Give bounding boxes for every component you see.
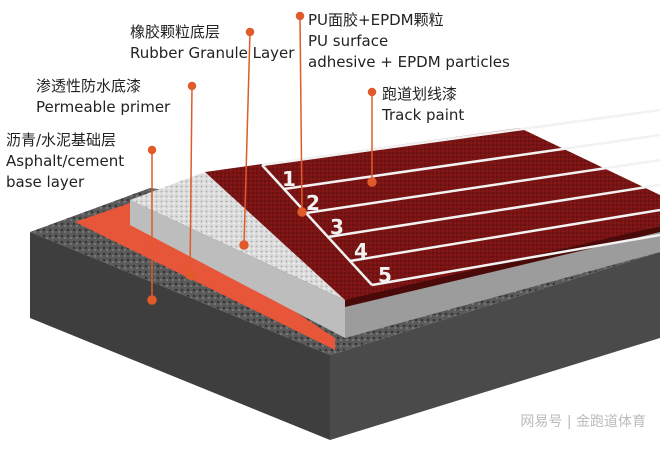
label-base: 沥青/水泥基础层 Asphalt/cement base layer: [6, 130, 124, 193]
label-rubber-en: Rubber Granule Layer: [130, 44, 295, 62]
rubber-right: [345, 228, 660, 338]
marker-line: [243, 31, 251, 246]
asphalt-right: [330, 252, 660, 440]
lane-line: [305, 158, 660, 215]
watermark: 网易号 | 金跑道体育: [520, 414, 646, 430]
marker-dot-layer: [367, 177, 377, 187]
label-pu-en1: PU surface: [308, 32, 389, 50]
label-base-en1: Asphalt/cement: [6, 152, 125, 170]
lane-line: [327, 183, 660, 239]
marker-paint: [367, 87, 377, 187]
marker-dot-layer: [147, 295, 157, 305]
label-rubber-zh: 橡胶颗粒底层: [130, 23, 221, 41]
track-front: [345, 226, 660, 307]
lane-line: [349, 208, 660, 263]
start-line: [261, 164, 373, 286]
marker-line: [189, 85, 193, 276]
track-surface: [205, 128, 660, 300]
marker-dot-top: [295, 11, 305, 21]
label-pu-en2: adhesive + EPDM particles: [308, 53, 510, 71]
lane-number: 2: [306, 191, 320, 215]
label-rubber: 橡胶颗粒底层 Rubber Granule Layer: [130, 22, 294, 64]
label-primer: 渗透性防水底漆 Permeable primer: [36, 76, 170, 118]
label-paint-zh: 跑道划线漆: [382, 85, 458, 103]
marker-primer: [185, 81, 197, 280]
marker-dot-layer: [297, 207, 307, 217]
label-pu: PU面胶+EPDM颗粒 PU surface adhesive + EPDM par…: [308, 10, 510, 73]
label-paint-en: Track paint: [382, 106, 465, 124]
marker-pu: [295, 11, 307, 217]
lane-number: 4: [354, 239, 368, 263]
label-base-en2: base layer: [6, 173, 85, 191]
marker-dot-top: [367, 87, 377, 97]
label-primer-en: Permeable primer: [36, 98, 171, 116]
primer-strip: [75, 203, 335, 350]
marker-dot-top: [245, 27, 255, 37]
label-pu-zh: PU面胶+EPDM颗粒: [308, 11, 444, 29]
rubber-front: [130, 200, 345, 338]
label-paint: 跑道划线漆 Track paint: [382, 84, 464, 126]
asphalt-front: [30, 232, 330, 440]
marker-base: [147, 145, 157, 305]
marker-dot-layer: [185, 270, 195, 280]
label-base-zh: 沥青/水泥基础层: [6, 131, 117, 149]
lane-line: [283, 133, 660, 191]
marker-dot-top: [187, 81, 197, 91]
lane-line: [371, 233, 660, 287]
lane-line: [261, 108, 660, 167]
lane-number: 5: [378, 263, 392, 287]
marker-dot-top: [147, 145, 157, 155]
marker-rubber: [239, 27, 255, 250]
label-primer-zh: 渗透性防水底漆: [36, 77, 142, 95]
marker-line: [299, 15, 303, 213]
marker-dot-layer: [239, 240, 249, 250]
lane-number: 3: [330, 215, 344, 239]
lane-number: 1: [282, 167, 296, 191]
